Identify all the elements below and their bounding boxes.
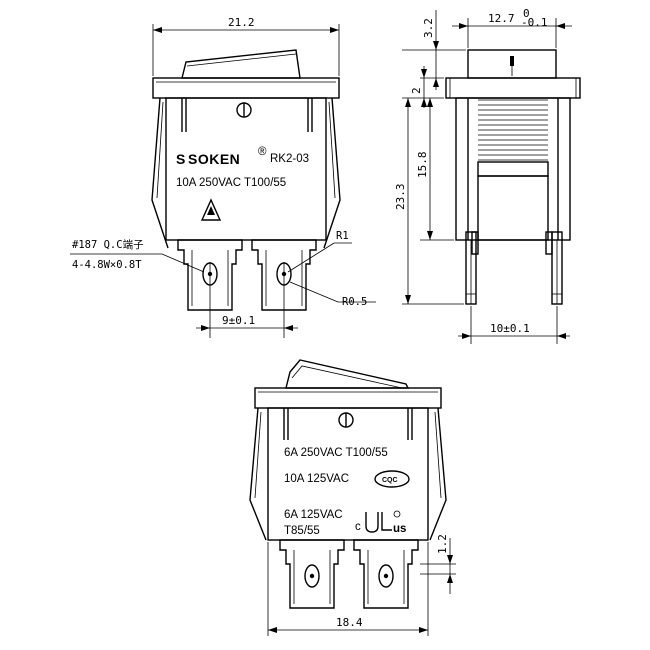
cqc-text: CQC	[382, 477, 398, 484]
back-rating-line2: 10A 125VAC	[284, 473, 349, 485]
dim-terminal-pitch: 9±0.1	[222, 314, 255, 327]
back-dimensions: 1.2 18.4	[267, 534, 456, 636]
front-rating: 10A 250VAC T100/55	[176, 177, 286, 189]
back-rating-line1: 6A 250VAC T100/55	[284, 447, 388, 459]
back-view: 6A 250VAC T100/55 10A 125VAC CQC 6A 125V…	[249, 359, 447, 609]
dim-top-width: 21.2	[228, 16, 255, 29]
front-dimensions: 21.2 9±0.1 #187 Q.C端子 4-4.8W×0.8T R1 R0.…	[70, 16, 376, 338]
ul-logo: c us	[355, 510, 406, 535]
ul-prefix: c	[355, 521, 361, 533]
triangle-cert-icon	[200, 198, 222, 221]
back-rating-line4: T85/55	[284, 525, 320, 537]
brand-logo-s: S	[176, 151, 186, 167]
dim-rocker-height: 3.2	[422, 18, 435, 38]
ul-suffix: us	[393, 523, 406, 535]
back-rating-line3: 6A 125VAC	[284, 509, 343, 521]
front-view: S SOKEN ® RK2-03 10A 250VAC T100/55	[151, 49, 341, 311]
registered-mark: ®	[258, 146, 267, 158]
brand-name: SOKEN	[188, 151, 240, 167]
model-number: RK2-03	[270, 153, 309, 165]
note-terminal-type: #187 Q.C端子	[72, 238, 144, 251]
dim-total-height: 23.3	[394, 184, 407, 211]
dim-side-width: 12.7	[488, 12, 515, 25]
dim-terminal-tip: 1.2	[436, 534, 449, 554]
dim-side-tol-lower: -0.1	[521, 16, 548, 29]
dim-side-terminal-pitch: 10±0.1	[490, 322, 530, 335]
cqc-logo: CQC	[374, 470, 410, 488]
note-terminal-size: 4-4.8W×0.8T	[72, 259, 142, 271]
dim-flange-height: 2	[410, 87, 423, 94]
dim-bottom-width: 18.4	[336, 616, 363, 629]
note-radius-top: R1	[336, 230, 349, 242]
dim-body-height: 15.8	[416, 152, 429, 179]
dim-side-tol-upper: 0	[523, 7, 530, 20]
side-dimensions: 12.7 0 -0.1 3.2 2 15.8 23.3	[394, 7, 572, 344]
side-view	[445, 49, 581, 305]
